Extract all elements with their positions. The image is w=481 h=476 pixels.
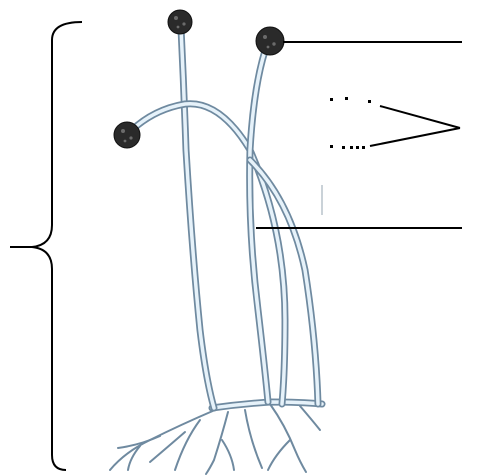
sporangium-top (168, 10, 192, 34)
sporangiophore-right (250, 42, 268, 402)
leader-line-spores-lower (370, 128, 460, 146)
spore-dots-upper (330, 97, 371, 103)
sporangium-right (256, 27, 284, 55)
leader-line-spores-upper (380, 106, 460, 128)
organism-bracket (32, 22, 82, 470)
sporangiophore-center (181, 28, 214, 408)
spore-dots-lower (330, 145, 365, 149)
rhizoids (110, 404, 320, 474)
sporangium-left (114, 122, 140, 148)
